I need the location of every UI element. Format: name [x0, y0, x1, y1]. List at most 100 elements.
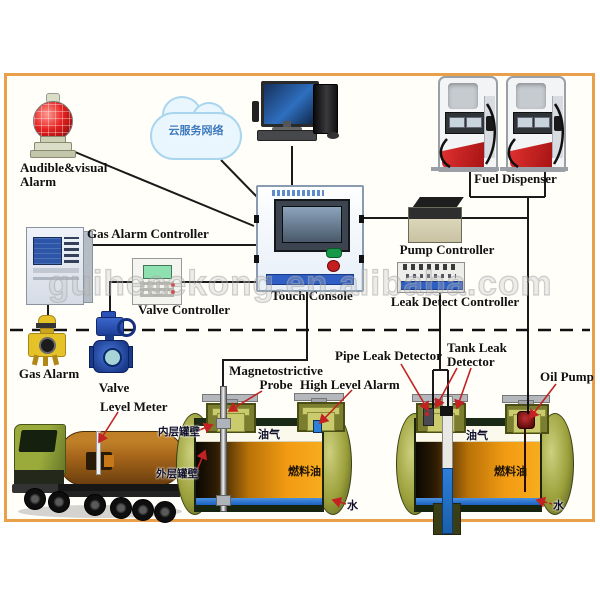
- dispenser-opening: [448, 83, 478, 109]
- high-level-alarm-sensor: [313, 420, 322, 433]
- fuel-dispenser-icon: [438, 76, 498, 172]
- gas-alarm-controller-device: [26, 227, 93, 305]
- dispenser-nozzle: [554, 116, 562, 131]
- probe-float: [216, 418, 231, 429]
- remote-control-icon: [252, 101, 259, 122]
- tank1-fuel: [196, 442, 322, 498]
- ldc-connector-strip: [401, 281, 463, 290]
- tank1-shell-top: [196, 418, 322, 426]
- pc-tower-icon: [313, 84, 338, 134]
- tank2-water-layer: [416, 498, 540, 505]
- console-hinge: [359, 215, 364, 223]
- console-hinge: [254, 215, 259, 223]
- level-meter-label: Level Meter: [100, 399, 168, 414]
- pipe-leak-detector-sensor: [423, 408, 434, 426]
- touch-console-device: [254, 185, 364, 292]
- console-red-button: [327, 260, 340, 272]
- valve-controller-screen: [143, 265, 172, 279]
- valve-handwheel-icon: [117, 318, 136, 337]
- truck-chassis: [58, 484, 184, 492]
- tank1-body: [194, 418, 324, 512]
- tank-leak-detector-label: Tank Leak Detector: [447, 340, 507, 370]
- monitor-stand: [283, 121, 291, 128]
- gac-side-panel: [83, 231, 93, 303]
- valve-stem: [105, 334, 114, 341]
- valve-disc: [103, 348, 122, 367]
- dispenser-base: [431, 167, 499, 171]
- gas-alarm-sensor-prong: [43, 356, 48, 366]
- console-green-button: [326, 248, 342, 258]
- truck-wheel: [132, 499, 154, 521]
- console-hinge: [359, 255, 364, 263]
- keyboard-icon: [257, 130, 317, 141]
- tank1-shell-bottom: [196, 505, 322, 512]
- tank2-shell-bottom: [416, 505, 540, 512]
- gas-alarm-sensor-gauge: [39, 337, 56, 354]
- dispenser-opening: [516, 83, 546, 109]
- console-hinge: [254, 255, 259, 263]
- pipe-leak-detector-led: [425, 412, 429, 416]
- oil-pump-label: Oil Pump: [540, 369, 594, 384]
- truck-windshield: [18, 430, 58, 452]
- tank1-water-layer: [196, 498, 322, 505]
- gac-keys: [64, 237, 79, 263]
- leak-detect-controller-device: [397, 262, 465, 293]
- audible-visual-alarm-label: Audible&visual Alarm: [20, 160, 108, 190]
- valve-label: Valve: [98, 380, 130, 395]
- oil-pump-icon: [517, 411, 535, 429]
- console-logo: [272, 190, 324, 196]
- tank1-vapor-label: 油气: [258, 428, 280, 441]
- high-level-alarm-label: High Level Alarm: [300, 377, 400, 392]
- tank2-fuel-label: 燃料油: [494, 465, 527, 478]
- truck-wheel: [110, 497, 132, 519]
- truck-wheel: [84, 494, 106, 516]
- ldc-terminals: [403, 264, 459, 270]
- gac-screen: [33, 237, 62, 265]
- tank2-fuel: [416, 442, 540, 498]
- dispenser-display: [513, 112, 553, 134]
- truck-tank-hatch: [104, 455, 114, 467]
- gas-alarm-controller-label: Gas Alarm Controller: [87, 226, 209, 241]
- tank2-shell-top: [416, 418, 540, 426]
- valve-controller-keys: [140, 281, 174, 297]
- gac-label-strip: [33, 268, 79, 273]
- watermark-text: guihecekong.en.alibaba.com: [47, 263, 553, 303]
- console-screen: [282, 206, 342, 243]
- pump-controller-label: Pump Controller: [399, 242, 495, 257]
- inner-tank-wall-label: 内层罐壁: [158, 426, 200, 438]
- tank1-water-label: 水: [347, 499, 358, 512]
- outer-tank-wall-label: 外层罐壁: [156, 468, 198, 480]
- valve-controller-label: Valve Controller: [138, 302, 231, 317]
- cloud-service-network-label: 云服务网络: [168, 124, 224, 137]
- magnetostrictive-probe-rod: [220, 386, 227, 512]
- truck-wheel: [48, 491, 70, 513]
- tank-leak-detector-tube-lower: [442, 468, 453, 534]
- gas-alarm-sensor-band: [36, 323, 56, 328]
- monitor-base: [272, 127, 302, 131]
- alarm-beacon-icon: [33, 101, 73, 141]
- valve-controller-led: [171, 283, 175, 287]
- fuel-dispenser-icon: [506, 76, 566, 172]
- pipe-leak-detector-label: Pipe Leak Detector: [335, 348, 442, 363]
- truck-wheel: [154, 501, 176, 523]
- tank1-fuel-label: 燃料油: [288, 465, 321, 478]
- valve-controller-led: [171, 290, 175, 294]
- mouse-icon: [327, 132, 339, 139]
- tank2-water-label: 水: [553, 499, 564, 512]
- dispenser-display: [445, 112, 485, 134]
- gac-label-strip: [33, 277, 79, 280]
- truck-cab-lower: [14, 470, 64, 488]
- tank2-vapor-label: 油气: [466, 429, 488, 442]
- tank2-body: [414, 418, 542, 512]
- truck-wheel: [24, 488, 46, 510]
- alarm-beacon-foot: [30, 150, 76, 158]
- probe-float: [216, 495, 231, 506]
- valve-controller-device: [132, 258, 182, 305]
- dispenser-red-panel: [510, 142, 552, 168]
- truck-skirt: [62, 491, 180, 497]
- fuel-dispenser-label: Fuel Dispenser: [474, 171, 557, 186]
- tank-leak-detector-sensor: [440, 406, 453, 416]
- gas-alarm-label: Gas Alarm: [18, 366, 80, 381]
- level-meter-stick: [96, 431, 101, 475]
